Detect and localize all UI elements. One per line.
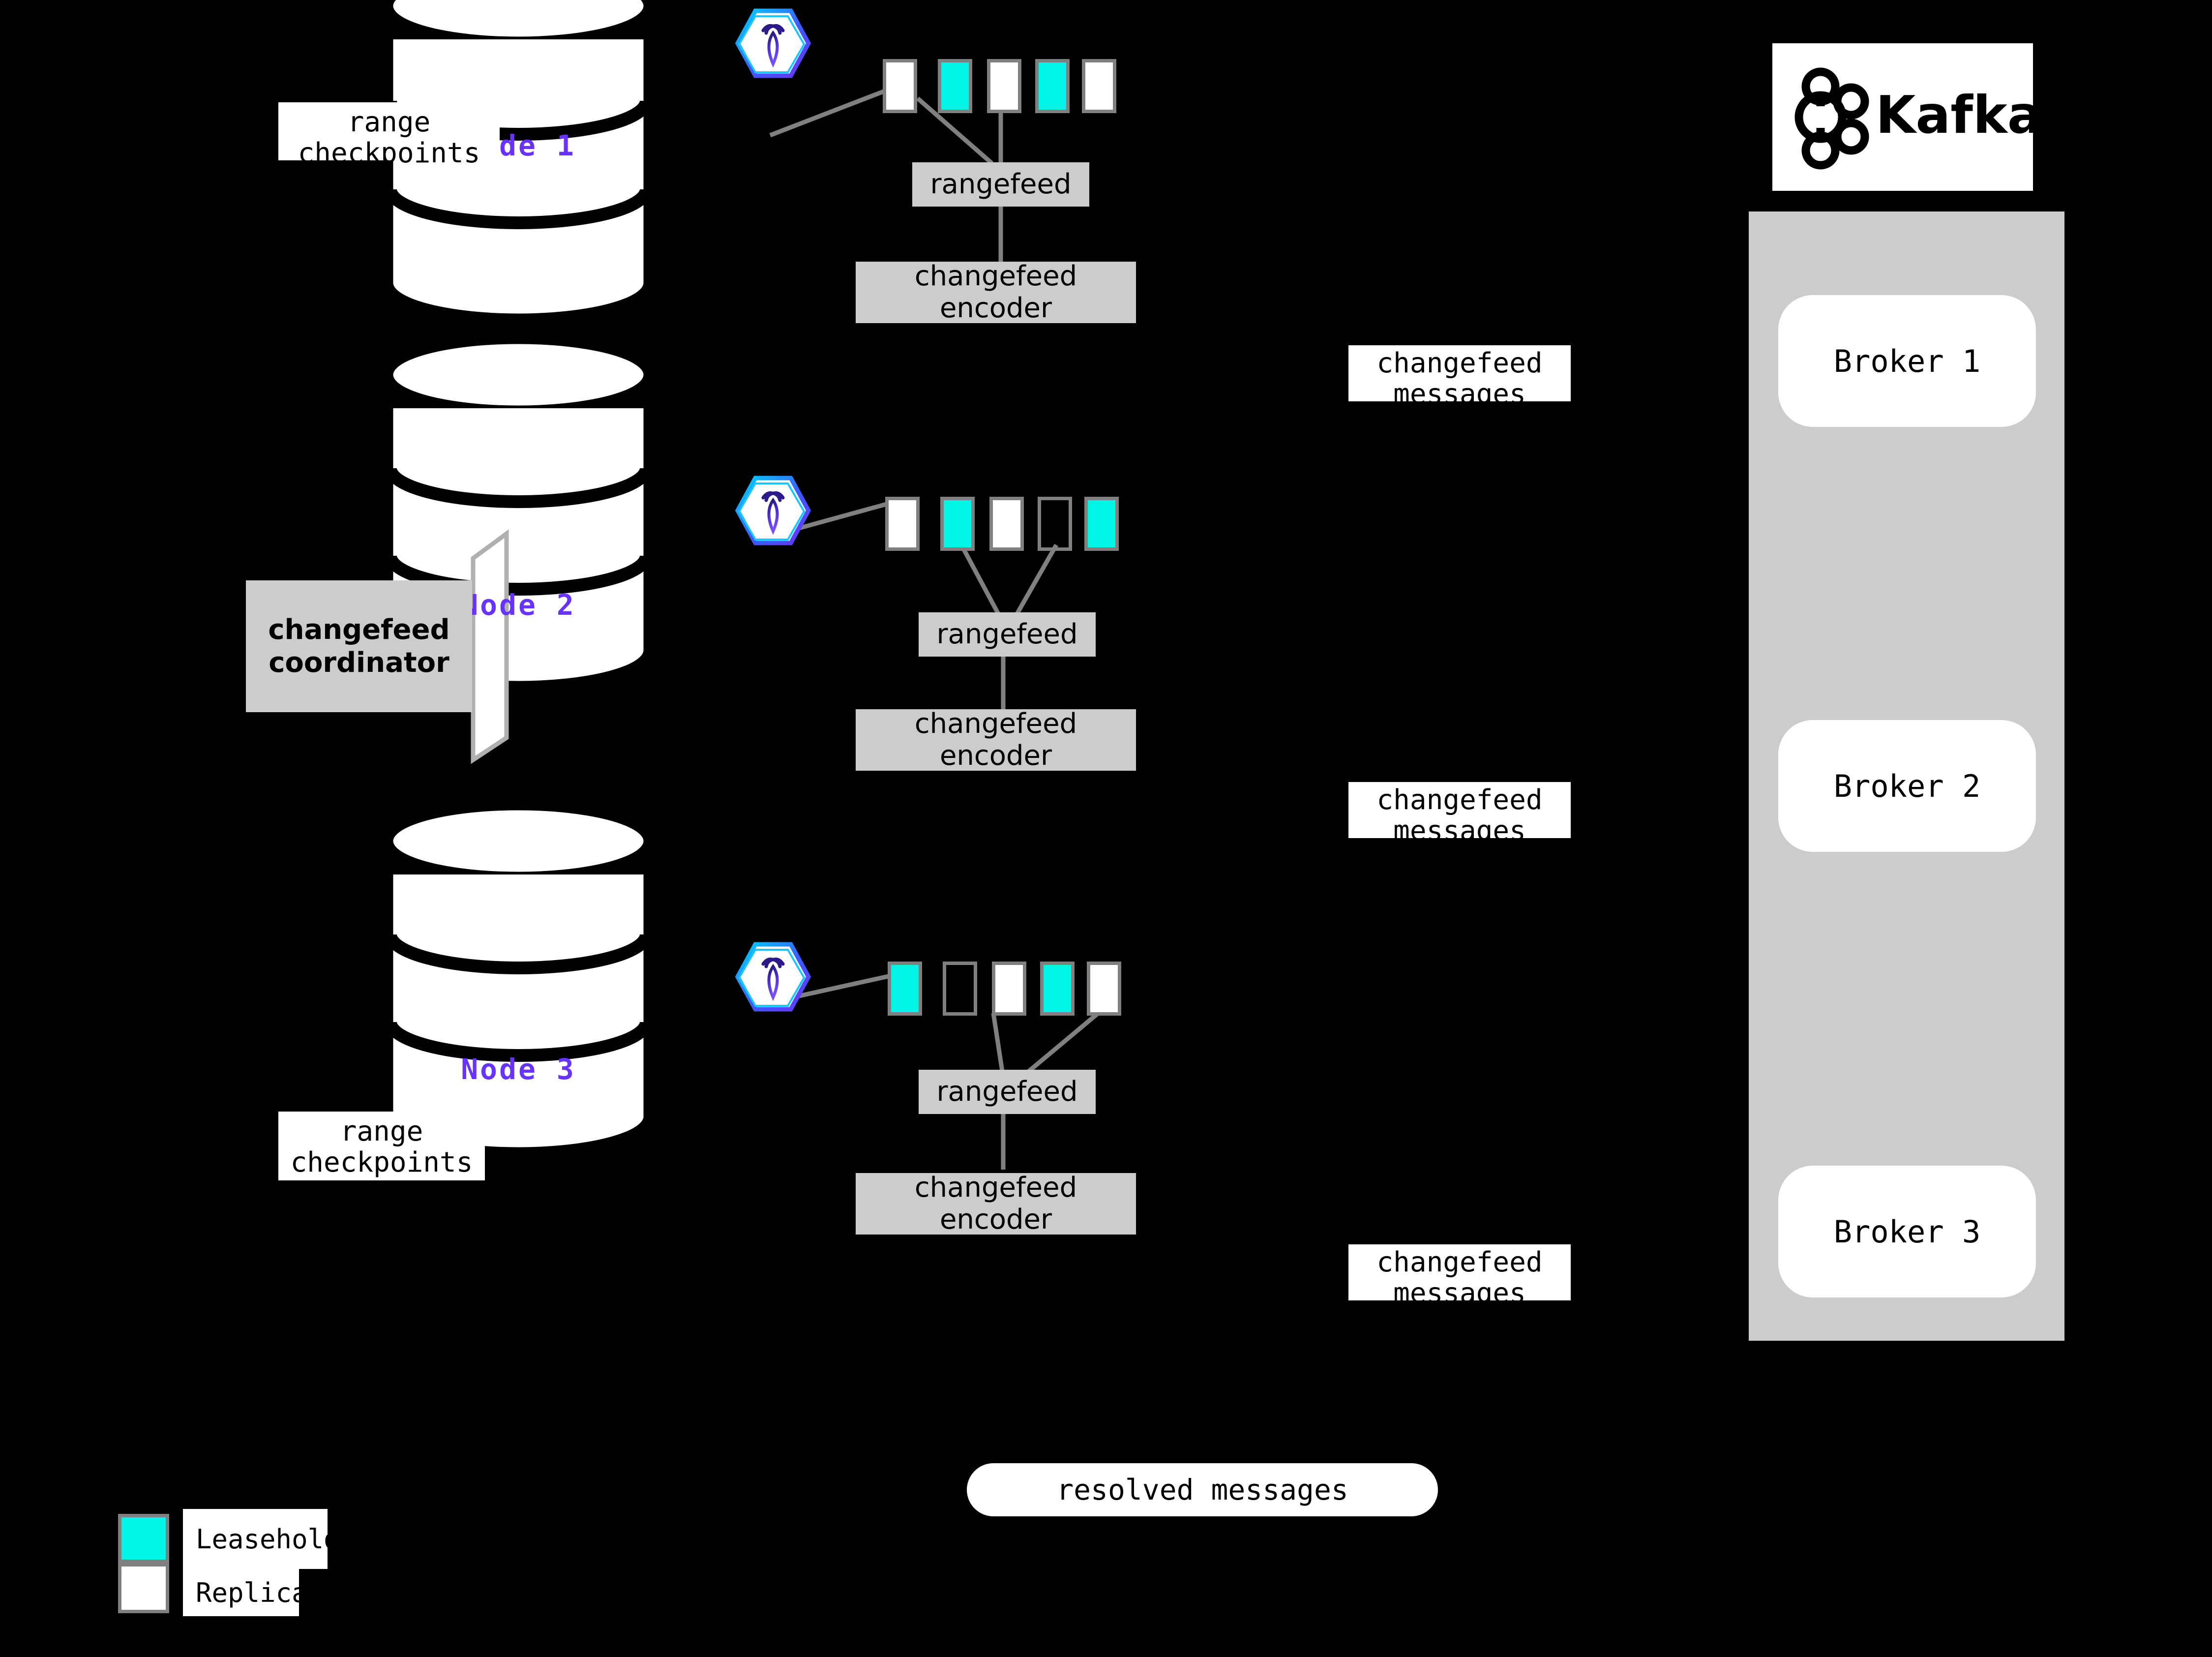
broker-2-box[interactable]: Broker 2 [1778,720,2036,852]
range-checkpoints-label-node-1: range checkpoints [278,102,500,169]
node-3-range-row [888,962,1143,1016]
range-cell-replica[interactable] [987,59,1021,113]
rangefeed-box-node-3[interactable]: rangefeed [919,1070,1096,1114]
range-checkpoints-label-node-3: range checkpoints [278,1112,485,1180]
legend-label-leaseholder: Leaseholder [183,1509,372,1569]
range-cell-leaseholder[interactable] [938,59,972,113]
cockroachdb-logo-node-3 [735,942,811,1012]
range-cell-replica[interactable] [989,497,1024,551]
kafka-logo-text: Kafka [1876,85,2042,145]
resolved-messages-pill[interactable]: resolved messages [967,1463,1438,1516]
range-cell-replica[interactable] [885,497,920,551]
kafka-node-graph-icon: Kafka [1794,67,2042,170]
range-cell-leaseholder[interactable] [1040,962,1075,1016]
range-cell-empty[interactable] [1038,497,1072,551]
kafka-broker-panel: Broker 1 Broker 2 Broker 3 [1749,211,2064,1341]
range-cell-replica[interactable] [992,962,1026,1016]
node-1-range-row [883,59,1138,113]
rangefeed-box-node-1[interactable]: rangefeed [912,162,1089,207]
range-cell-leaseholder[interactable] [888,962,922,1016]
kafka-logo: Kafka [1772,43,2042,191]
coordinator-wedge [471,529,509,764]
range-cell-leaseholder[interactable] [1035,59,1070,113]
broker-3-box[interactable]: Broker 3 [1778,1166,2036,1297]
legend: Leaseholder Replica [118,1509,433,1622]
range-cell-leaseholder[interactable] [1084,497,1119,551]
broker-1-box[interactable]: Broker 1 [1778,295,2036,427]
kafka-inbound-arrow [2063,344,2080,359]
changefeed-encoder-box-node-2[interactable]: changefeed encoder [856,708,1136,771]
changefeed-messages-label-3: changefeed messages [1348,1244,1571,1309]
rangefeed-box-node-2[interactable]: rangefeed [919,612,1096,657]
node-3-label: Node 3 [461,1053,576,1086]
node-2-range-row [885,497,1141,551]
changefeed-messages-label-1: changefeed messages [1348,345,1571,410]
changefeed-coordinator-box[interactable]: changefeed coordinator [246,580,472,712]
legend-swatch-leaseholder [118,1514,169,1563]
cockroachdb-logo-node-2 [735,476,811,545]
range-cell-replica[interactable] [883,59,917,113]
range-cell-leaseholder[interactable] [940,497,975,551]
legend-label-replica: Replica [183,1569,308,1616]
range-cell-replica[interactable] [1087,962,1121,1016]
changefeed-encoder-box-node-1[interactable]: changefeed encoder [856,260,1136,324]
node-2-label: Node 2 [461,588,576,622]
changefeed-encoder-box-node-3[interactable]: changefeed encoder [856,1172,1136,1235]
node-3-cylinder [384,805,653,1153]
changefeed-messages-label-2: changefeed messages [1348,782,1571,846]
range-cell-replica[interactable] [1082,59,1116,113]
legend-swatch-replica [118,1563,169,1613]
cockroachdb-logo-node-1 [735,8,811,78]
range-cell-empty[interactable] [943,962,977,1016]
